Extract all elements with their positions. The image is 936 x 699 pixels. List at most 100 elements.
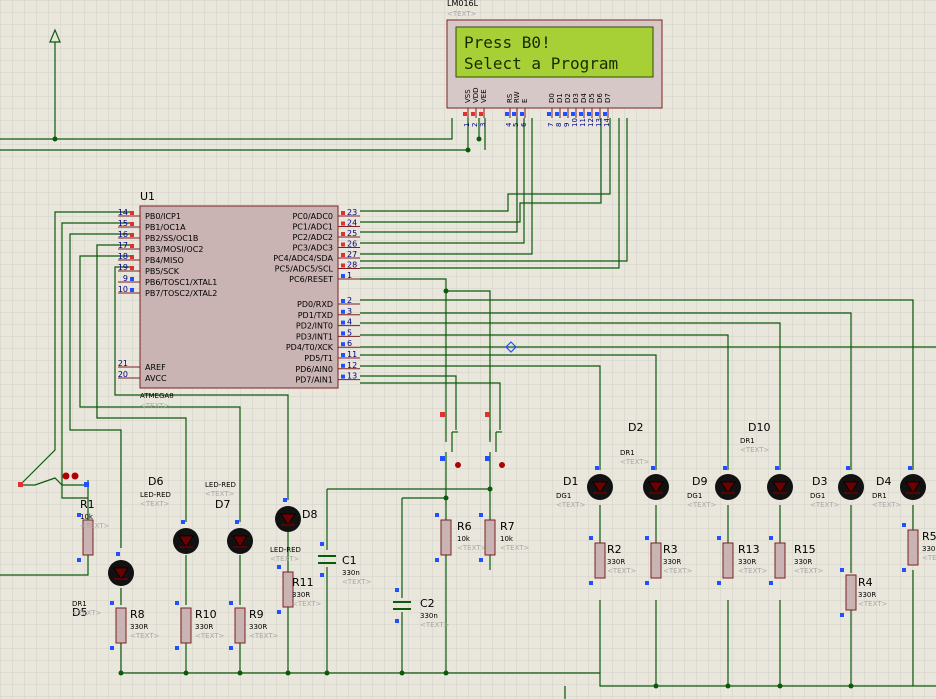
component-tag: <TEXT> [738, 567, 768, 575]
lcd-pin-number: 11 [579, 118, 587, 127]
mcu-tag: <TEXT> [140, 402, 170, 410]
lcd-name: LM016L [447, 0, 479, 8]
component-value: 10k [80, 513, 94, 521]
push-button-1[interactable] [440, 412, 461, 470]
lcd-pin-number: 14 [603, 118, 611, 127]
lcd-tag: <TEXT> [447, 10, 477, 18]
pin-dot [341, 320, 345, 325]
component-ref: C2 [420, 597, 435, 610]
lcd-pin-label: D5 [588, 93, 596, 103]
component-value: DR1 [72, 600, 87, 608]
lcd-pin-number: 7 [547, 123, 555, 127]
mcu-pin-number: 13 [347, 372, 357, 381]
component-value: DR1 [872, 492, 887, 500]
mcu-pin-number: 18 [118, 252, 128, 261]
component-value: DR1 [620, 449, 635, 457]
component-ref: R1 [80, 498, 95, 511]
component-value: 330R [794, 558, 812, 566]
pin-dot [341, 353, 345, 357]
mcu-pin-label: PB4/MISO [145, 256, 184, 265]
lcd-pin-number: 8 [555, 123, 563, 127]
lcd-pin-number: 13 [595, 118, 603, 127]
component-ref: D4 [876, 475, 891, 488]
component-tag: <TEXT> [607, 567, 637, 575]
pin-dot [471, 112, 475, 116]
mcu-pin-label: PD6/AIN0 [295, 365, 333, 374]
pin-dot [341, 331, 345, 336]
lcd-pin-number: 1 [463, 123, 471, 127]
component-ref: R15 [794, 543, 816, 556]
lcd-pin-number: 4 [505, 122, 513, 127]
pin-dot [563, 112, 567, 116]
lcd-line-2: Select a Program [464, 54, 618, 73]
pin-dot [512, 112, 516, 116]
wires [0, 42, 936, 699]
mcu-pin-label: PC5/ADC5/SCL [275, 265, 334, 274]
mcu-pin-number: 16 [118, 230, 128, 239]
pin-dot [341, 232, 345, 236]
pin-dot [579, 112, 583, 116]
mcu-pin-label: AREF [145, 363, 166, 372]
component-tag: <TEXT> [205, 490, 235, 498]
pin-dot [571, 112, 575, 116]
junction-dots [52, 136, 854, 689]
component-value: 330R [249, 623, 267, 631]
lcd-pin-number: 10 [571, 118, 579, 127]
component-ref: R4 [858, 576, 873, 589]
component-value: 330R [738, 558, 756, 566]
component-value: 330R [292, 591, 310, 599]
components: R110k<TEXT>D5DR1<TEXT>D6LED-RED<TEXT>D7L… [72, 421, 936, 650]
mcu-pin-number: 3 [347, 307, 352, 316]
resistor-r13[interactable]: R13 330R<TEXT> [717, 536, 768, 585]
component-ref: R7 [500, 520, 515, 533]
mcu-pin-number: 14 [118, 208, 128, 217]
component-tag: <TEXT> [80, 522, 110, 530]
component-ref: D1 [563, 475, 578, 488]
lcd-display[interactable]: LM016L <TEXT> Press B0! Select a Program… [446, 0, 663, 127]
component-value: 330R [858, 591, 876, 599]
mcu-pin-number: 15 [118, 219, 128, 228]
component-ref: D8 [302, 508, 317, 521]
lcd-pin-label: VSS [464, 89, 472, 103]
resistor-r1[interactable]: R1 10k<TEXT> [77, 498, 110, 562]
component-tag: <TEXT> [72, 609, 102, 617]
pin-dot [130, 244, 134, 248]
pin-dot [341, 242, 345, 247]
mcu-pin-number: 9 [123, 274, 128, 283]
mcu-pin-number: 26 [347, 240, 357, 249]
component-tag: <TEXT> [130, 632, 160, 640]
component-tag: <TEXT> [500, 544, 530, 552]
resistor-r5[interactable]: R5330R<TEXT> [902, 523, 936, 572]
reset-switch[interactable] [18, 472, 89, 488]
component-ref: R13 [738, 543, 760, 556]
power-terminal-icon[interactable] [49, 28, 61, 43]
mcu-pin-label: PB7/TOSC2/XTAL2 [145, 289, 217, 298]
component-ref: R6 [457, 520, 472, 533]
pin-dot [130, 288, 134, 292]
push-button-2[interactable] [485, 412, 505, 470]
